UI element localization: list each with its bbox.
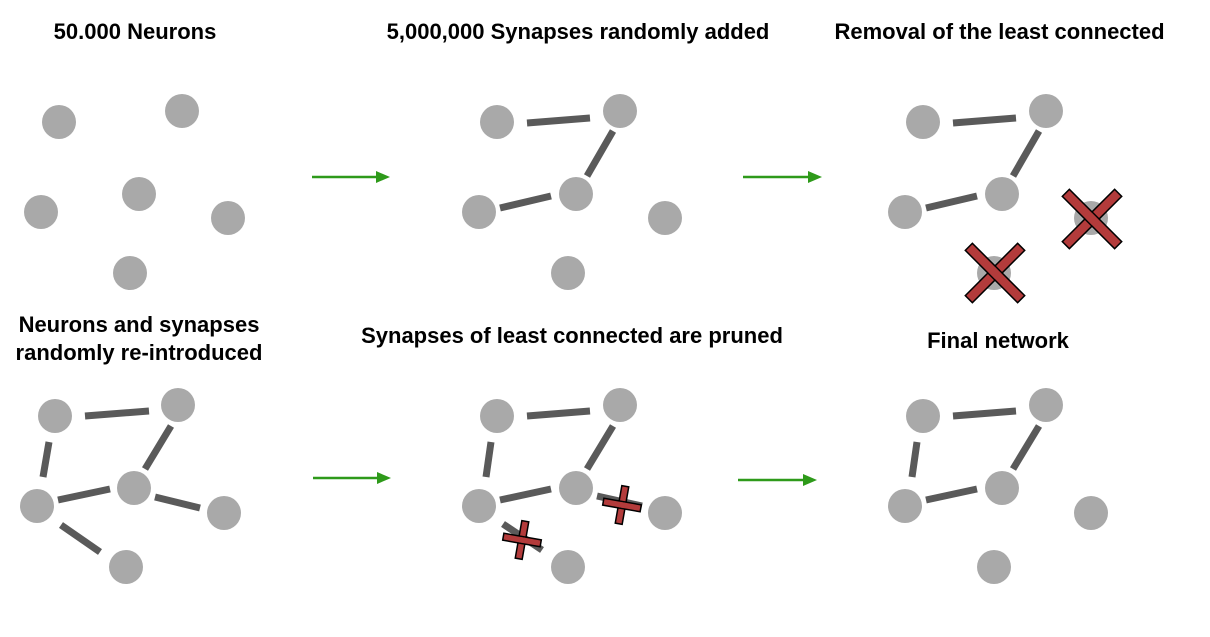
neuron-node <box>122 177 156 211</box>
panel-5-pruned <box>462 388 682 584</box>
neuron-node <box>211 201 245 235</box>
synapse-edge <box>154 493 201 512</box>
neuron-node <box>906 399 940 433</box>
synapse-edge <box>84 407 150 420</box>
synapse-edge <box>583 129 617 178</box>
neuron-node <box>1029 94 1063 128</box>
neuron-node <box>113 256 147 290</box>
red-x-icon <box>501 519 543 561</box>
panel-title-removal: Removal of the least connected <box>834 19 1165 44</box>
synapse-edge <box>142 424 174 471</box>
panel-title-reintroduced: Neurons and synapses randomly re-introdu… <box>0 311 278 367</box>
neuron-node <box>603 94 637 128</box>
neuron-node <box>977 550 1011 584</box>
synapse-edge <box>1010 424 1042 471</box>
neuron-node <box>165 94 199 128</box>
neuron-node <box>906 105 940 139</box>
neuron-node <box>888 489 922 523</box>
panel-title-pruned: Synapses of least connected are pruned <box>361 323 783 348</box>
neuron-node <box>559 471 593 505</box>
green-arrow-icon <box>738 474 817 486</box>
neuron-node <box>462 489 496 523</box>
synapse-edge <box>925 485 978 504</box>
panel-4-reintroduced <box>20 388 241 584</box>
red-x-icon <box>964 242 1026 304</box>
synapse-edge <box>908 441 921 478</box>
synapse-edge <box>526 114 591 127</box>
synapse-edge <box>952 407 1017 420</box>
synapse-edge <box>499 485 552 504</box>
synapse-edge <box>526 407 591 420</box>
neuron-node <box>161 388 195 422</box>
neuron-node <box>1074 496 1108 530</box>
panel-3-removal <box>888 94 1123 304</box>
neuron-node <box>603 388 637 422</box>
synapse-edge <box>57 485 111 504</box>
neuron-node <box>480 399 514 433</box>
synapse-edge <box>1009 129 1043 178</box>
neuron-node <box>462 195 496 229</box>
neuron-node <box>207 496 241 530</box>
green-arrow-icon <box>743 171 822 183</box>
neuron-node <box>20 489 54 523</box>
neuron-node <box>551 550 585 584</box>
neuron-node <box>985 471 1019 505</box>
green-arrow-icon <box>313 472 391 484</box>
panel-title-synapses-added: 5,000,000 Synapses randomly added <box>386 19 770 44</box>
panel-title-final: Final network <box>927 328 1069 353</box>
neuron-node <box>551 256 585 290</box>
neuron-node <box>38 399 72 433</box>
neuron-node <box>117 471 151 505</box>
neuron-node <box>109 550 143 584</box>
synapse-edge <box>925 192 978 212</box>
panel-title-reintroduced-line1: Neurons and synapses <box>18 312 260 337</box>
panel-1-neurons <box>24 94 245 290</box>
synapse-edge <box>499 192 552 212</box>
synapse-edge <box>39 441 53 478</box>
panel-6-final <box>888 388 1108 584</box>
neuron-node <box>1029 388 1063 422</box>
neuron-node <box>42 105 76 139</box>
neuron-node <box>559 177 593 211</box>
neuron-node <box>648 496 682 530</box>
panel-title-reintroduced-line2: randomly re-introduced <box>15 340 263 365</box>
synapse-edge <box>482 441 495 478</box>
synapse-edge <box>59 522 102 555</box>
panel-title-neurons: 50.000 Neurons <box>53 19 217 44</box>
neuron-node <box>985 177 1019 211</box>
red-x-icon <box>1061 188 1123 250</box>
synapse-edge <box>952 114 1017 127</box>
red-x-icon <box>601 484 643 526</box>
neuron-node <box>480 105 514 139</box>
panel-2-synapses <box>462 94 682 290</box>
synapse-edge <box>584 424 616 471</box>
neuron-node <box>24 195 58 229</box>
neuron-node <box>888 195 922 229</box>
green-arrow-icon <box>312 171 390 183</box>
neuron-node <box>648 201 682 235</box>
